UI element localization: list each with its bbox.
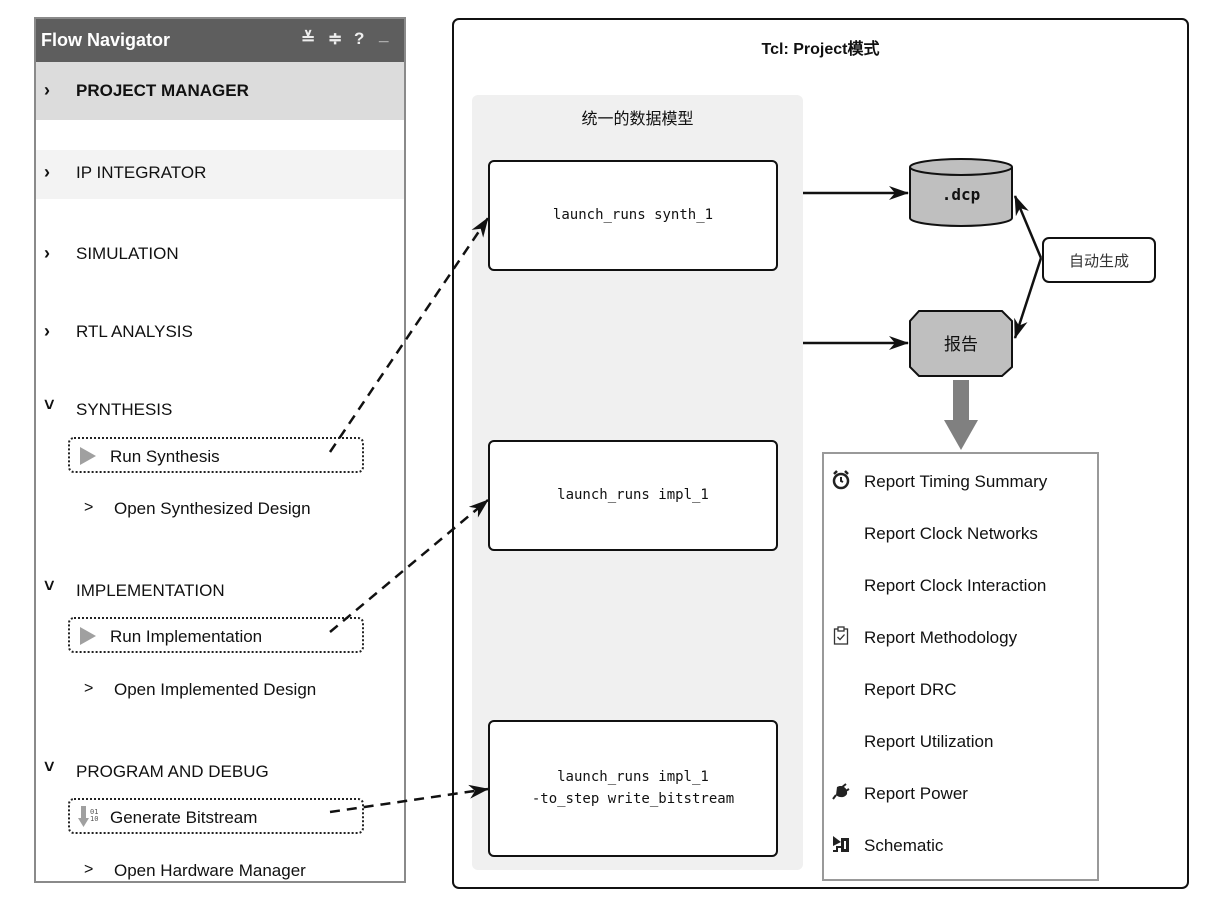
collapse-all-icon[interactable]: ≚ — [301, 29, 316, 48]
svg-text:01: 01 — [90, 808, 98, 816]
schematic-icon — [833, 836, 849, 852]
flow-navigator-panel: Flow Navigator ≚ ≑ ? _ › PROJECT MANAGER… — [34, 17, 406, 883]
report-label: Report Clock Networks — [864, 524, 1038, 543]
chevron-down-icon: ˅ — [44, 395, 55, 415]
section-rtl-analysis[interactable]: › RTL ANALYSIS — [36, 309, 404, 357]
section-label: IP INTEGRATOR — [76, 163, 207, 182]
chevron-right-icon: › — [44, 162, 50, 182]
report-utilization-item[interactable]: Report Utilization — [824, 716, 1098, 768]
section-synthesis[interactable]: ˅ SYNTHESIS — [36, 387, 404, 435]
report-label: Report DRC — [864, 680, 957, 699]
svg-text:10: 10 — [90, 815, 98, 823]
report-timing-summary-item[interactable]: Report Timing Summary — [824, 456, 1098, 508]
open-hardware-manager-label: Open Hardware Manager — [114, 861, 306, 880]
report-label: Report Clock Interaction — [864, 576, 1047, 595]
run-play-icon — [80, 627, 96, 645]
run-synthesis-label: Run Synthesis — [110, 447, 220, 466]
command-bitstream-box: launch_runs impl_1 -to_step write_bitstr… — [488, 720, 778, 857]
section-label: SIMULATION — [76, 244, 179, 263]
section-label: RTL ANALYSIS — [76, 322, 193, 341]
section-ip-integrator[interactable]: › IP INTEGRATOR — [36, 150, 404, 199]
chevron-down-icon: ˅ — [44, 576, 55, 596]
report-methodology-item[interactable]: Report Methodology — [824, 612, 1098, 664]
run-implementation-button[interactable]: Run Implementation — [68, 617, 364, 653]
chevron-right-icon: › — [44, 321, 50, 341]
section-label: SYNTHESIS — [76, 400, 173, 419]
clipboard-check-icon — [833, 626, 849, 645]
command-synth-box: launch_runs synth_1 — [488, 160, 778, 271]
run-synthesis-button[interactable]: Run Synthesis — [68, 437, 364, 473]
report-label: Report Timing Summary — [864, 472, 1048, 491]
section-label: PROGRAM AND DEBUG — [76, 762, 269, 781]
report-label: Report Utilization — [864, 732, 994, 751]
minimize-icon[interactable]: _ — [379, 25, 389, 44]
model-title: 统一的数据模型 — [581, 109, 694, 128]
report-label: Report Methodology — [864, 628, 1018, 647]
section-project-manager[interactable]: › PROJECT MANAGER — [36, 62, 404, 120]
tcl-project-mode-frame: Tcl: Project模式 — [452, 18, 1189, 889]
report-power-item[interactable]: Report Power — [824, 768, 1098, 820]
generate-bitstream-label: Generate Bitstream — [110, 808, 258, 827]
chevron-right-icon: › — [44, 80, 50, 100]
report-clock-interaction-item[interactable]: Report Clock Interaction — [824, 560, 1098, 612]
help-icon[interactable]: ? — [354, 29, 365, 48]
schematic-item[interactable]: Schematic — [824, 820, 1098, 872]
command-impl-box: launch_runs impl_1 — [488, 440, 778, 551]
run-play-icon — [80, 447, 96, 465]
open-implemented-design-label: Open Implemented Design — [114, 680, 317, 699]
section-program-and-debug[interactable]: ˅ PROGRAM AND DEBUG — [36, 749, 404, 797]
reports-list: Report Timing Summary Report Clock Netwo… — [822, 452, 1099, 881]
flow-navigator-title: Flow Navigator — [41, 30, 171, 50]
section-label: IMPLEMENTATION — [76, 581, 225, 600]
chevron-right-icon: > — [84, 861, 94, 878]
bitstream-icon: 01 10 — [78, 806, 98, 827]
expand-all-icon[interactable]: ≑ — [328, 29, 343, 48]
chevron-down-icon: ˅ — [44, 757, 55, 777]
chevron-right-icon: > — [84, 499, 94, 516]
open-synthesized-design-label: Open Synthesized Design — [114, 499, 311, 518]
section-simulation[interactable]: › SIMULATION — [36, 231, 404, 279]
chevron-right-icon: > — [84, 680, 94, 697]
report-drc-item[interactable]: Report DRC — [824, 664, 1098, 716]
section-label: PROJECT MANAGER — [76, 81, 249, 100]
flow-navigator-header: Flow Navigator ≚ ≑ ? _ — [36, 19, 404, 62]
auto-generate-label: 自动生成 — [1042, 237, 1156, 283]
stopwatch-icon — [832, 470, 850, 490]
chevron-right-icon: › — [44, 243, 50, 263]
generate-bitstream-button[interactable]: 01 10 Generate Bitstream — [68, 798, 364, 834]
report-label: Report Power — [864, 784, 968, 803]
report-clock-networks-item[interactable]: Report Clock Networks — [824, 508, 1098, 560]
frame-title: Tcl: Project模式 — [761, 41, 880, 58]
section-implementation[interactable]: ˅ IMPLEMENTATION — [36, 568, 404, 616]
power-plug-icon — [832, 783, 850, 800]
run-implementation-label: Run Implementation — [110, 627, 263, 646]
report-label: Schematic — [864, 836, 944, 855]
